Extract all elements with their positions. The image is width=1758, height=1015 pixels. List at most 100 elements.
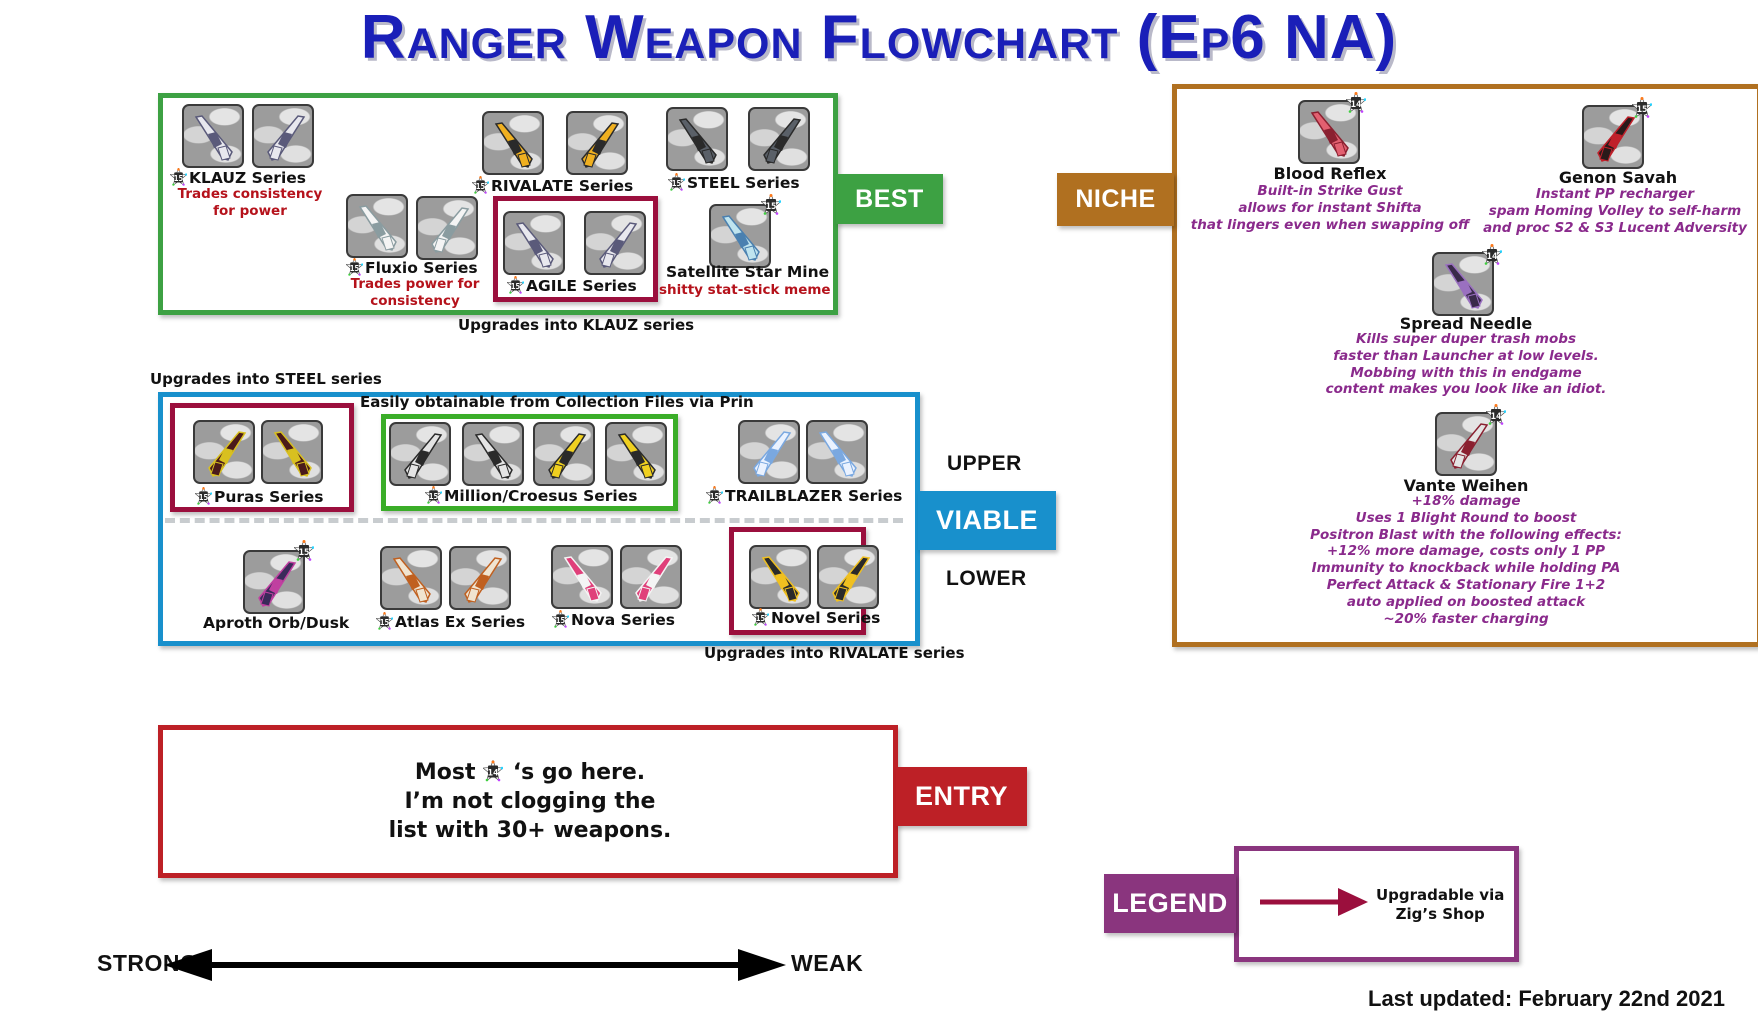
weapon-glyph	[474, 433, 513, 479]
svg-text:15: 15	[380, 618, 390, 627]
rivalate-alt-icon	[566, 111, 628, 175]
svg-text:15: 15	[350, 264, 360, 273]
vante-weihen-icon	[1435, 412, 1497, 476]
last-updated: Last updated: February 22nd 2021	[1368, 986, 1725, 1011]
atlas-ex-series-label: 15 Atlas Ex Series	[375, 611, 525, 631]
puras-alt-icon	[261, 420, 323, 484]
satellite-star-mine-icon	[709, 204, 771, 268]
star15-icon: 15	[1631, 96, 1653, 118]
upgrade-arrow-icon	[1260, 888, 1368, 916]
puras-series-label: 15 Puras Series	[194, 486, 324, 506]
star15-icon: 15	[293, 539, 315, 561]
agile-rifle-icon	[503, 211, 565, 275]
weapon-glyph	[194, 115, 233, 161]
star14-icon: 14	[482, 759, 504, 782]
croesus-alt-icon	[605, 422, 667, 486]
svg-text:15: 15	[1637, 105, 1648, 115]
star15-icon: 15	[751, 607, 770, 626]
weapon-glyph	[818, 431, 857, 477]
croesus-rifle-icon	[533, 422, 595, 486]
svg-text:15: 15	[672, 179, 682, 188]
nova-series-label: 15 Nova Series	[551, 609, 675, 629]
page-title: Ranger Weapon Flowchart (Ep6 NA)	[360, 3, 1398, 72]
star15-icon: 15	[506, 275, 525, 294]
weapon-glyph	[763, 118, 802, 164]
upgrades-into-steel-note: Upgrades into STEEL series	[150, 370, 382, 388]
svg-text:15: 15	[511, 282, 521, 291]
entry-tier-tag: ENTRY	[896, 767, 1027, 826]
trailblazer-alt-icon	[806, 420, 868, 484]
svg-text:14: 14	[488, 769, 499, 779]
svg-text:15: 15	[199, 493, 209, 502]
svg-text:14: 14	[1487, 252, 1498, 262]
svg-text:15: 15	[476, 182, 486, 191]
weapon-glyph	[494, 122, 533, 168]
svg-text:15: 15	[299, 548, 310, 558]
svg-text:15: 15	[756, 614, 766, 623]
novel-series-label: 15 Novel Series	[751, 607, 880, 627]
star15-icon: 15	[345, 257, 364, 276]
weapon-glyph	[1310, 111, 1349, 157]
svg-text:15: 15	[174, 174, 184, 183]
atlas-ex-rifle-icon	[380, 546, 442, 610]
star14-icon: 14	[1481, 243, 1503, 265]
star15-icon: 15	[471, 175, 490, 194]
svg-text:15: 15	[710, 492, 720, 501]
puras-rifle-icon	[193, 420, 255, 484]
weapon-glyph	[1597, 116, 1636, 162]
weapon-glyph	[548, 433, 587, 479]
blood-reflex-icon	[1298, 100, 1360, 164]
svg-text:15: 15	[556, 616, 566, 625]
weapon-glyph	[1450, 423, 1489, 469]
upper-label: UPPER	[947, 452, 1022, 475]
star14-icon: 14	[1345, 91, 1367, 113]
fluxio-rifle-icon	[346, 194, 408, 258]
star15-icon: 15	[705, 485, 724, 504]
weapon-glyph	[273, 431, 312, 477]
satellite-star-mine-label: Satellite Star Mine	[666, 263, 830, 281]
weapon-glyph	[635, 556, 674, 602]
svg-text:14: 14	[1491, 412, 1502, 422]
fluxio-alt-icon	[416, 196, 478, 260]
star14-icon: 14	[1485, 403, 1507, 425]
fluxio-series-label: 15 Fluxio Series	[345, 257, 478, 277]
steel-alt-icon	[748, 107, 810, 171]
weapon-glyph	[721, 215, 760, 261]
rivalate-rifle-icon	[482, 111, 544, 175]
genon-savah-name: Genon Savah	[1558, 168, 1678, 187]
weapon-glyph	[464, 557, 503, 603]
upper-lower-divider	[165, 518, 903, 523]
weapon-glyph	[753, 431, 792, 477]
klauz-alt-icon	[252, 104, 314, 168]
satellite-note: shitty stat-stick meme	[659, 282, 831, 298]
weapon-glyph	[258, 561, 297, 607]
svg-text:14: 14	[1351, 100, 1362, 110]
weapon-glyph	[392, 557, 431, 603]
klauz-series-label: 15 KLAUZ Series	[169, 167, 306, 187]
weapon-glyph	[678, 118, 717, 164]
million-alt-icon	[462, 422, 524, 486]
weapon-glyph	[599, 222, 638, 268]
star15-icon: 15	[667, 172, 686, 191]
nova-alt-icon	[620, 545, 682, 609]
weapon-glyph	[267, 115, 306, 161]
vante-weihen-name: Vante Weihen	[1403, 476, 1529, 495]
weak-label: WEAK	[791, 950, 864, 976]
weapon-glyph	[404, 433, 443, 479]
spread-needle-icon	[1432, 252, 1494, 316]
entry-tier-box	[158, 725, 898, 878]
star15-icon: 15	[551, 609, 570, 628]
million-rifle-icon	[389, 422, 451, 486]
trailblazer-rifle-icon	[738, 420, 800, 484]
weapon-glyph	[431, 207, 470, 253]
entry-description: Most 14 ‘s go here. I’m not clogging the…	[388, 759, 672, 843]
trailblazer-series-label: 15 TRAILBLAZER Series	[705, 485, 902, 505]
spread-needle-name: Spread Needle	[1399, 314, 1533, 333]
